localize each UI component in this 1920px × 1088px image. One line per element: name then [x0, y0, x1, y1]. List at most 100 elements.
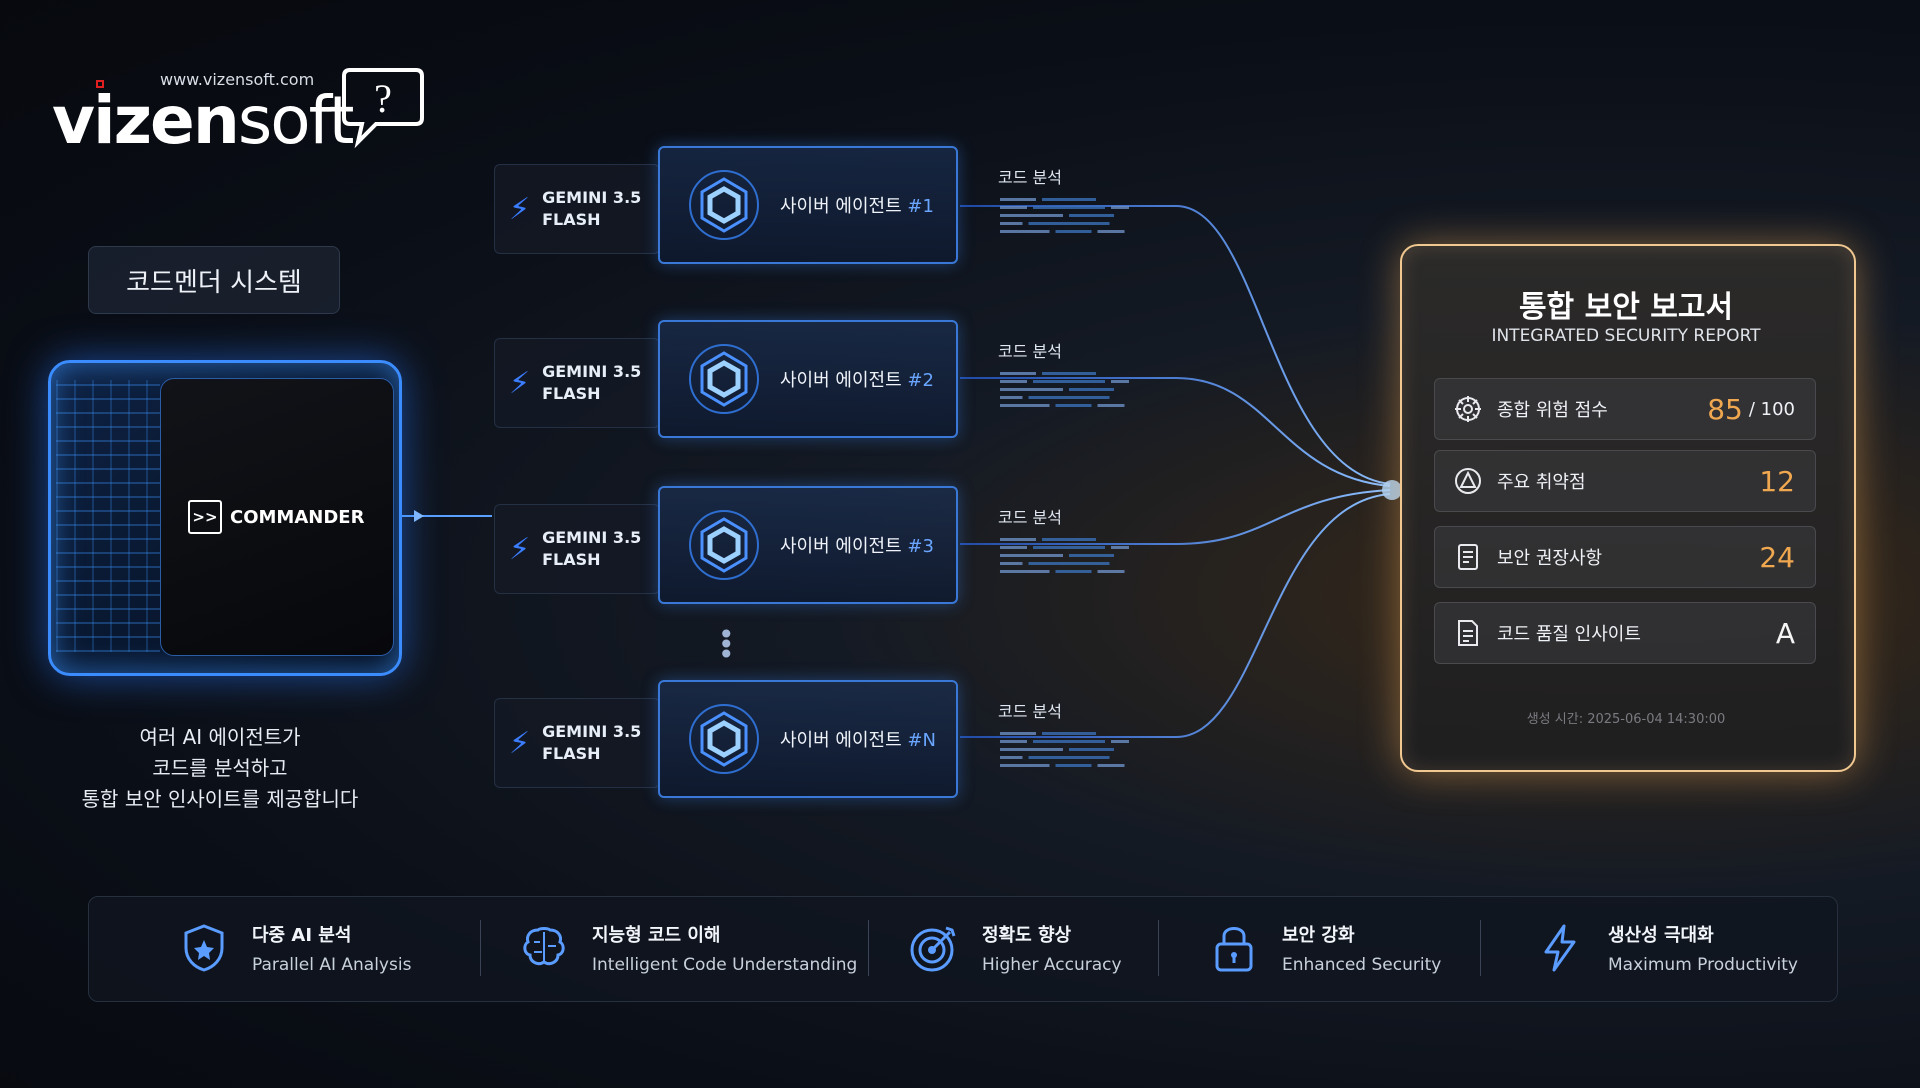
agent-name: 사이버 에이전트 #1: [780, 192, 934, 218]
agent-number: #2: [907, 370, 934, 391]
question-bubble-icon: ?: [342, 68, 424, 148]
risk-score-value: 85: [1707, 392, 1743, 426]
report-generated-time: 생성 시간: 2025-06-04 14:30:00: [1526, 712, 1726, 727]
model-name-line: GEMINI 3.5: [542, 188, 642, 207]
code-analysis-label: 코드 분석: [998, 342, 1062, 361]
feature-bar: [88, 896, 1838, 1002]
code-analysis-label: 코드 분석: [998, 508, 1062, 527]
feature-title: 보안 강화: [1282, 925, 1355, 946]
lightning-icon: ⚡: [509, 531, 531, 567]
code-analysis-label: 코드 분석: [998, 702, 1062, 721]
recommendations-value: 24: [1759, 540, 1795, 574]
cube-front-face: [160, 378, 394, 656]
model-name-line: FLASH: [542, 210, 601, 229]
feature-enhanced-security: 보안 강화 Enhanced Security: [1208, 896, 1441, 1000]
report-row-label: 보안 권장사항: [1497, 548, 1603, 569]
model-name-line: FLASH: [542, 744, 601, 763]
model-name-line: FLASH: [542, 384, 601, 403]
description-line: 코드를 분석하고: [152, 756, 288, 780]
feature-title: 생산성 극대화: [1608, 925, 1714, 946]
lock-icon: [1215, 927, 1253, 972]
report-subtitle: INTEGRATED SECURITY REPORT: [1491, 326, 1761, 346]
report-title: 통합 보안 보고서: [1518, 290, 1734, 325]
report-row-label: 코드 품질 인사이트: [1497, 624, 1641, 645]
report-row-vulnerabilities[interactable]: 주요 취약점 12: [1434, 450, 1816, 512]
target-icon: [910, 926, 956, 972]
report-row-recommendations[interactable]: 보안 권장사항 24: [1434, 526, 1816, 588]
feature-subtitle: Intelligent Code Understanding: [592, 955, 858, 975]
description-line: 통합 보안 인사이트를 제공합니다: [81, 787, 359, 811]
system-description: 여러 AI 에이전트가 코드를 분석하고 통합 보안 인사이트를 제공합니다: [40, 722, 400, 815]
lightning-icon: [1544, 924, 1576, 972]
code-snippet-lines: [1000, 198, 1129, 233]
risk-score-max: / 100: [1748, 398, 1795, 420]
agent-name-text: 사이버 에이전트: [780, 370, 902, 391]
feature-parallel-analysis: 다중 AI 분석 Parallel AI Analysis: [178, 896, 411, 1000]
logo-accent-dot: [96, 80, 104, 88]
gear-icon: [1455, 396, 1481, 422]
code-analysis-label: 코드 분석: [998, 168, 1062, 187]
terminal-icon: >>: [188, 500, 222, 534]
logo-url[interactable]: www.vizensoft.com: [160, 70, 315, 89]
report-row-code-quality[interactable]: 코드 품질 인사이트 A: [1434, 602, 1816, 664]
vulnerabilities-value: 12: [1759, 464, 1795, 498]
cube-circuit-pattern: [56, 380, 160, 652]
question-mark: ?: [374, 76, 392, 121]
feature-subtitle: Enhanced Security: [1282, 955, 1442, 975]
feature-subtitle: Parallel AI Analysis: [252, 955, 412, 975]
model-name-line: FLASH: [542, 550, 601, 569]
shield-icon: [184, 924, 224, 972]
lightning-icon: ⚡: [509, 365, 531, 401]
agent-card-2[interactable]: 사이버 에이전트 #2: [658, 320, 958, 438]
more-agents-ellipsis: •••: [718, 618, 735, 671]
feature-separator: [868, 920, 869, 976]
feature-title: 다중 AI 분석: [252, 925, 352, 946]
agent-to-report-curves: [960, 205, 1391, 738]
logo-soft-text: soft: [237, 82, 355, 159]
feature-title: 지능형 코드 이해: [592, 925, 721, 946]
agent-card-4[interactable]: 사이버 에이전트 #N: [658, 680, 958, 798]
lightning-icon: ⚡: [509, 191, 531, 227]
logo[interactable]: vizensoft: [52, 82, 355, 159]
agent-name: 사이버 에이전트 #2: [780, 366, 934, 392]
lightning-icon: ⚡: [509, 725, 531, 761]
hexagon-agent-icon: [689, 344, 759, 414]
convergence-glow: [1382, 480, 1402, 500]
model-name-line: GEMINI 3.5: [542, 528, 642, 547]
warning-icon: [1455, 468, 1481, 494]
feature-separator: [1158, 920, 1159, 976]
report-row-label: 주요 취약점: [1497, 472, 1586, 493]
code-snippet-lines: [1000, 732, 1129, 767]
code-snippet-lines: [1000, 538, 1129, 573]
feature-separator: [1480, 920, 1481, 976]
hexagon-agent-icon: [689, 510, 759, 580]
agent-number: #3: [907, 536, 934, 557]
feature-subtitle: Higher Accuracy: [982, 955, 1122, 975]
code-snippet-lines: [1000, 372, 1129, 407]
document-icon: [1458, 544, 1478, 570]
agent-number: #N: [907, 730, 936, 751]
commander-label: >> COMMANDER: [188, 500, 364, 534]
agent-name: 사이버 에이전트 #3: [780, 532, 934, 558]
feature-separator: [480, 920, 481, 976]
agent-card-1[interactable]: 사이버 에이전트 #1: [658, 146, 958, 264]
feature-title: 정확도 향상: [982, 925, 1072, 946]
system-label: 코드멘더 시스템: [88, 246, 340, 314]
model-name-line: GEMINI 3.5: [542, 722, 642, 741]
agent-name-text: 사이버 에이전트: [780, 196, 902, 217]
agent-name-text: 사이버 에이전트: [780, 730, 902, 751]
hexagon-agent-icon: [689, 704, 759, 774]
logo-main-text: vizen: [52, 82, 240, 159]
feature-higher-accuracy: 정확도 향상 Higher Accuracy: [908, 896, 1122, 1000]
report-row-risk-score[interactable]: 종합 위험 점수 85 / 100: [1434, 378, 1816, 440]
agent-card-3[interactable]: 사이버 에이전트 #3: [658, 486, 958, 604]
agent-number: #1: [907, 196, 934, 217]
code-quality-grade: A: [1775, 616, 1795, 650]
hexagon-agent-icon: [689, 170, 759, 240]
arrow-icon: [414, 510, 424, 522]
